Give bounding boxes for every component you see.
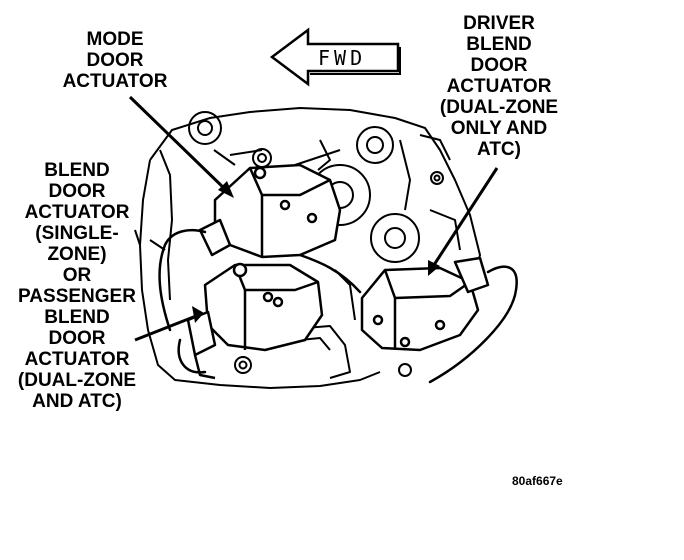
blend-label-line: OR (62, 265, 92, 286)
mode-label-line: ACTUATOR (62, 71, 168, 92)
blend-label-line: DOOR (48, 328, 106, 349)
blend-label-line: ACTUATOR (24, 202, 130, 223)
blend-label-line: ZONE) (47, 244, 107, 265)
figure-id: 80af667e (512, 474, 563, 488)
blend-label-line: DOOR (48, 181, 106, 202)
driver-label-line: BLEND (466, 34, 532, 55)
mode-door-actuator (198, 163, 342, 259)
driver-label-line: (DUAL-ZONE (439, 97, 559, 118)
driver-label-line: ONLY AND (450, 118, 548, 139)
driver-label-line: ACTUATOR (446, 76, 552, 97)
fwd-arrow-label: FWD (318, 46, 366, 70)
driver-label-line: DRIVER (463, 13, 535, 34)
blend-label-line: PASSENGER (18, 286, 136, 307)
blend-label-line: ACTUATOR (24, 349, 130, 370)
leader-lines (128, 95, 499, 342)
fwd-arrow: FWD (269, 27, 401, 87)
blend-label-line: BLEND (44, 307, 110, 328)
driver-blend-door-actuator (360, 256, 490, 352)
blend-label-line: AND ATC) (32, 391, 122, 412)
mode-label-line: DOOR (86, 50, 144, 71)
blend-door-actuator (186, 262, 324, 380)
blend-label-line: (SINGLE- (35, 223, 119, 244)
blend-label-line: BLEND (44, 160, 110, 181)
driver-label-line: ATC) (477, 139, 521, 160)
driver-label-line: DOOR (470, 55, 528, 76)
mode-label-line: MODE (86, 29, 144, 50)
wiring-harness (158, 228, 518, 384)
blend-label-line: (DUAL-ZONE (17, 370, 137, 391)
